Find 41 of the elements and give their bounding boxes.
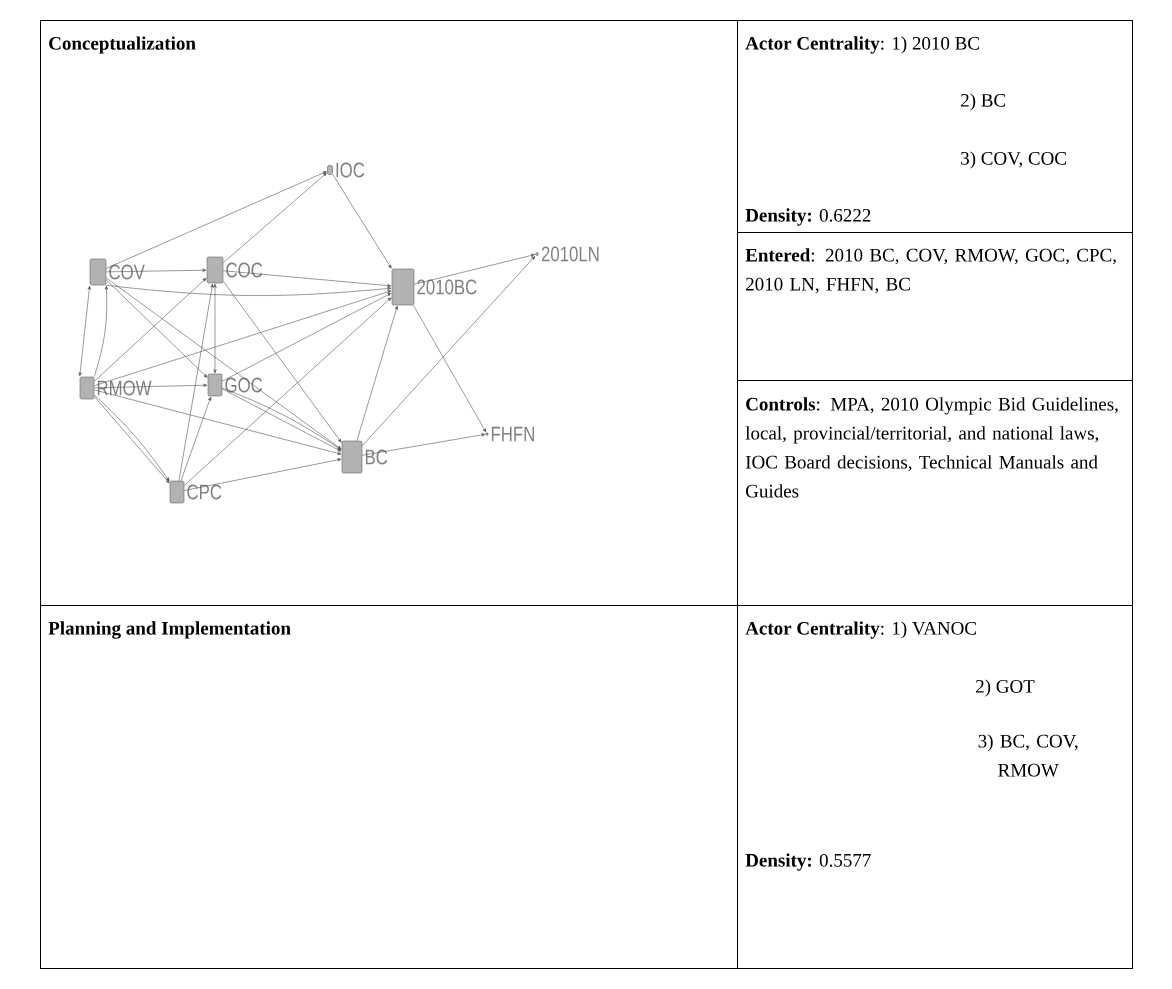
arrow — [414, 253, 535, 285]
arrow — [213, 283, 217, 374]
arrow — [106, 171, 327, 269]
arrow — [223, 270, 392, 288]
table-cell: Actor Centrality: 1) 2010 BC 2) BC 3) COV, COC Density: 0.6222 — [737, 20, 1133, 233]
table-cell: Planning and Implementation — [40, 605, 738, 969]
network-node: 2010BC — [391, 268, 477, 306]
arrow — [78, 285, 91, 377]
table-cell: Entered: 2010 BC, COV, RMOW, GOC, CPC, 2010 LN, FHFN, BC — [737, 232, 1133, 381]
node-label: IOC — [336, 162, 365, 178]
network-node: CPC — [169, 480, 222, 504]
node-label: 2010BC — [417, 279, 477, 295]
arrow — [178, 283, 214, 481]
arrow — [94, 389, 342, 455]
arrow — [223, 281, 342, 443]
arrow — [356, 305, 398, 441]
node-label: GOC — [225, 377, 263, 393]
arrow — [106, 285, 392, 296]
arrow — [94, 285, 109, 377]
arrow — [180, 396, 212, 481]
node-label: BC — [365, 449, 388, 465]
table-cell: Actor Centrality: 1) VANOC 2) GOT 3) BC, COV, RMOW Density: 0.5577 — [737, 605, 1133, 969]
arrow — [362, 256, 536, 447]
network-node: FHFN — [485, 426, 534, 442]
arrow — [184, 458, 342, 491]
arrow — [332, 174, 392, 269]
arrow — [362, 433, 486, 456]
arrow — [106, 279, 208, 378]
arrow — [94, 290, 392, 386]
network-node: GOC — [207, 373, 263, 397]
network-node: IOC — [327, 162, 365, 178]
table-cell: Controls: MPA, 2010 Olympic Bid Guidelines, local, provincial/territorial, and national laws, IOC Board decisions, Technical Manuals and Guides — [737, 380, 1133, 606]
arrow — [413, 305, 487, 433]
arrow — [184, 297, 392, 486]
network-node: 2010LN — [535, 246, 599, 262]
arrow — [223, 172, 327, 264]
arrow — [106, 277, 342, 450]
arrow — [222, 292, 392, 382]
network-node: BC — [341, 440, 388, 474]
node-label: CPC — [187, 484, 222, 500]
arrow — [94, 277, 207, 382]
